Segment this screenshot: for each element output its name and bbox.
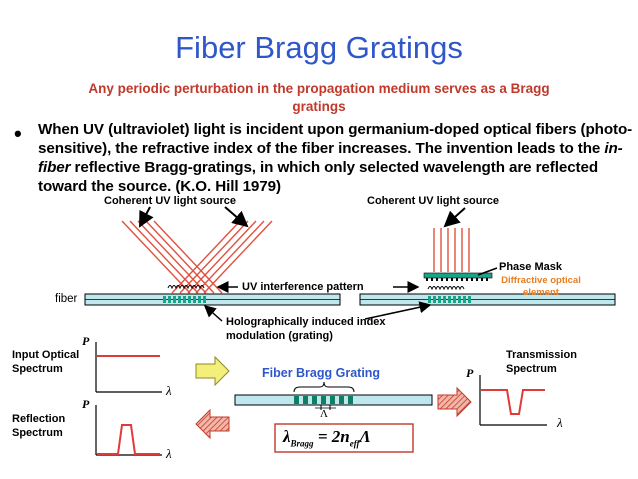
input-spectrum-line1: Input Optical (12, 349, 80, 361)
phase-mask-pointer (477, 267, 498, 276)
formula-sub-bragg: Bragg (290, 438, 314, 449)
uv-source-label-left: Coherent UV light source (104, 195, 237, 207)
period-symbol: Λ (320, 408, 328, 420)
subtitle: Any periodic perturbation in the propaga… (88, 81, 550, 114)
uv-source-label-right: Coherent UV light source (367, 195, 500, 207)
reflection-axis-p: P (82, 397, 90, 411)
formula-period: Λ (359, 427, 371, 446)
formula-sub-eff: eff (349, 438, 360, 449)
input-arrow (195, 355, 230, 387)
formula-lambda: λ (283, 427, 291, 446)
fiber-label: fiber (55, 293, 78, 305)
interference-pattern-right (427, 286, 465, 291)
bragg-formula: λBragg = 2neffΛ (283, 427, 371, 448)
reflection-axis-lambda: λ (166, 446, 172, 461)
uv-pattern-label: UV interference pattern (242, 281, 364, 293)
uv-rays-left (121, 220, 273, 294)
transmission-spectrum-line1: Transmission (506, 349, 577, 361)
holo-arrow-right (364, 301, 432, 320)
fbg-label: Fiber Bragg Grating (262, 366, 381, 380)
holographic-label-line1: Holographically induced index (226, 316, 386, 328)
formula-eq: = 2n (313, 427, 350, 446)
transmission-arrow (437, 386, 472, 418)
diffractive-label-line1: Diffractive optical (501, 275, 581, 286)
reflection-spectrum-plot (95, 405, 162, 456)
phase-mask (423, 272, 493, 281)
transmission-axis-p: P (466, 366, 474, 380)
holographic-label: Holographically induced index modulation… (226, 315, 386, 343)
fbg-fiber (234, 394, 433, 406)
phase-mask-label: Phase Mask (499, 261, 562, 273)
uv-arrow-left-2 (224, 206, 249, 228)
uv-rays-right (433, 228, 470, 272)
input-axis-lambda: λ (166, 383, 172, 398)
transmission-spectrum-plot (479, 375, 547, 426)
transmission-spectrum-line2: Spectrum (506, 363, 557, 375)
diffractive-element-label: Diffractive optical element (490, 275, 592, 299)
bullet-text-part2: reflective Bragg-gratings, in which only… (38, 159, 599, 195)
bullet-text-emphasis: in-fiber (38, 140, 623, 176)
fiber-right (359, 293, 616, 306)
uv-arrow-right (443, 207, 466, 228)
bullet-marker: • (14, 121, 22, 146)
bullet-text-part1: When UV (ultraviolet) light is incident … (38, 121, 633, 157)
holographic-label-line2: modulation (grating) (226, 330, 333, 342)
input-spectrum-plot (95, 342, 162, 393)
reflection-spectrum-line2: Spectrum (12, 427, 63, 439)
reflection-spectrum-line1: Reflection (12, 413, 66, 425)
transmission-spectrum-label: Transmission Spectrum (506, 348, 577, 376)
grating-brace (293, 381, 355, 393)
reflection-arrow (195, 408, 230, 440)
interference-pattern-left (167, 285, 205, 290)
page-title: Fiber Bragg Gratings (175, 30, 463, 65)
fbg-diagram (84, 206, 616, 456)
transmission-axis-lambda: λ (557, 415, 563, 430)
reflection-spectrum-label: Reflection Spectrum (12, 412, 65, 440)
uv-arrow-left-1 (139, 206, 154, 228)
input-axis-p: P (82, 334, 90, 348)
holo-arrow-left (203, 305, 223, 322)
diffractive-label-line2: element (523, 287, 559, 298)
input-spectrum-line2: Spectrum (12, 363, 63, 375)
input-spectrum-label: Input Optical Spectrum (12, 348, 79, 376)
bullet-paragraph: When UV (ultraviolet) light is incident … (38, 120, 636, 196)
fiber-left (84, 293, 341, 306)
formula-box (274, 423, 414, 453)
